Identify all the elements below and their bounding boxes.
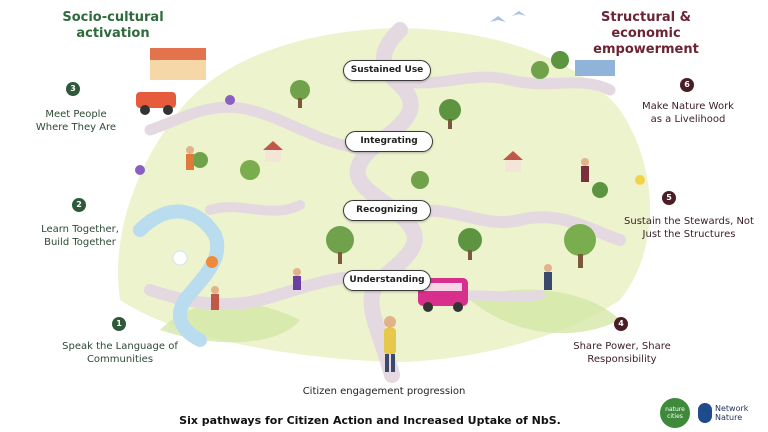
people-figures bbox=[186, 146, 589, 372]
progression-caption: Citizen engagement progression bbox=[302, 386, 466, 397]
pathway-2-label: Learn Together, Build Together bbox=[41, 224, 119, 248]
pathway-6-label: Make Nature Work as a Livelihood bbox=[642, 101, 734, 125]
pathway-4-badge: 4 bbox=[614, 317, 628, 331]
nature-cities-logo-text: nature cities bbox=[665, 406, 685, 420]
nature-cities-logo: nature cities bbox=[660, 398, 690, 428]
stage-understanding: Understanding bbox=[343, 270, 431, 291]
pathway-3-label: Meet People Where They Are bbox=[35, 109, 117, 133]
birds bbox=[490, 11, 526, 22]
structural-economic-heading: Structural & economic empowerment bbox=[593, 10, 699, 57]
pink-bus bbox=[418, 278, 468, 312]
pathway-3-badge: 3 bbox=[66, 82, 80, 96]
pathway-5-label: Sustain the Stewards, Not Just the Struc… bbox=[624, 216, 754, 240]
pathway-4-label: Share Power, Share Responsibility bbox=[573, 341, 671, 365]
market-stall bbox=[136, 48, 206, 115]
figure-title: Six pathways for Citizen Action and Incr… bbox=[179, 414, 561, 427]
pathway-1-label: Speak the Language of Communities bbox=[62, 341, 178, 365]
stage-integrating: Integrating bbox=[345, 131, 433, 152]
pathway-6-badge: 6 bbox=[680, 78, 694, 92]
flowers bbox=[135, 95, 645, 268]
trees bbox=[192, 51, 608, 268]
pathway-5-badge: 5 bbox=[662, 191, 676, 205]
network-nature-mark-icon bbox=[698, 403, 712, 423]
pathway-2-badge: 2 bbox=[72, 198, 86, 212]
network-nature-logo: Network Nature bbox=[698, 400, 758, 426]
socio-cultural-heading: Socio-cultural activation bbox=[62, 10, 164, 41]
houses bbox=[263, 60, 615, 172]
stage-recognizing: Recognizing bbox=[343, 200, 431, 221]
network-nature-logo-text: Network Nature bbox=[715, 404, 749, 422]
pathway-1-badge: 1 bbox=[112, 317, 126, 331]
stage-sustained-use: Sustained Use bbox=[343, 60, 431, 81]
